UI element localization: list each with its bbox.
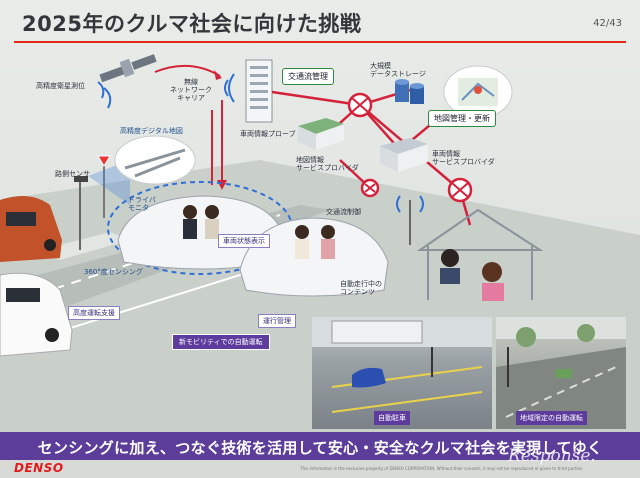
- label-advanced-driving: 高度運転支援: [68, 306, 120, 320]
- label-hd-map: 高精度デジタル地図: [120, 127, 183, 135]
- photo-area-limited: 地域限定の自動運転: [496, 317, 626, 429]
- label-driver-monitor: ドライバ モニタ: [128, 196, 156, 212]
- tag-area-limited: 地域限定の自動運転: [516, 411, 587, 425]
- arrow-satellite-network: [155, 66, 220, 76]
- label-probe: 車両情報プローブ: [240, 130, 296, 138]
- denso-logo: DENSO: [14, 461, 64, 475]
- label-vehicle-provider: 車両情報 サービスプロバイダ: [432, 150, 495, 166]
- label-network: 無線 ネットワーク キャリア: [170, 78, 212, 102]
- copyright-notice: This information is the exclusive proper…: [300, 466, 583, 471]
- label-content: 自動走行中の コンテンツ: [340, 280, 382, 296]
- box-map-mgmt: 地図管理・更新: [428, 110, 496, 127]
- storage-icon: [395, 79, 424, 104]
- photo-auto-parking: 自動駐車: [312, 317, 492, 429]
- hd-map-bubble-icon: [115, 136, 195, 184]
- tag-auto-parking: 自動駐車: [374, 411, 410, 425]
- label-new-mobility: 新モビリティでの自動運転: [172, 334, 270, 350]
- box-traffic-mgmt: 交通流管理: [282, 68, 334, 85]
- satellite-icon: [98, 54, 157, 108]
- label-operation-mgmt: 運行管理: [258, 314, 296, 328]
- office-building-icon: [246, 60, 272, 122]
- label-storage: 大規模 データストレージ: [370, 62, 426, 78]
- label-vehicle-status: 車両状態表示: [218, 234, 270, 248]
- label-360-sensing: 360°度センシング: [84, 268, 143, 276]
- label-road-sensor: 路側センサ: [55, 170, 90, 178]
- label-traffic-control: 交通流制御: [326, 208, 361, 216]
- label-satellite: 高精度衛星測位: [36, 82, 85, 90]
- response-watermark: Response.: [508, 446, 596, 466]
- label-map-provider: 地図情報 サービスプロバイダ: [296, 156, 359, 172]
